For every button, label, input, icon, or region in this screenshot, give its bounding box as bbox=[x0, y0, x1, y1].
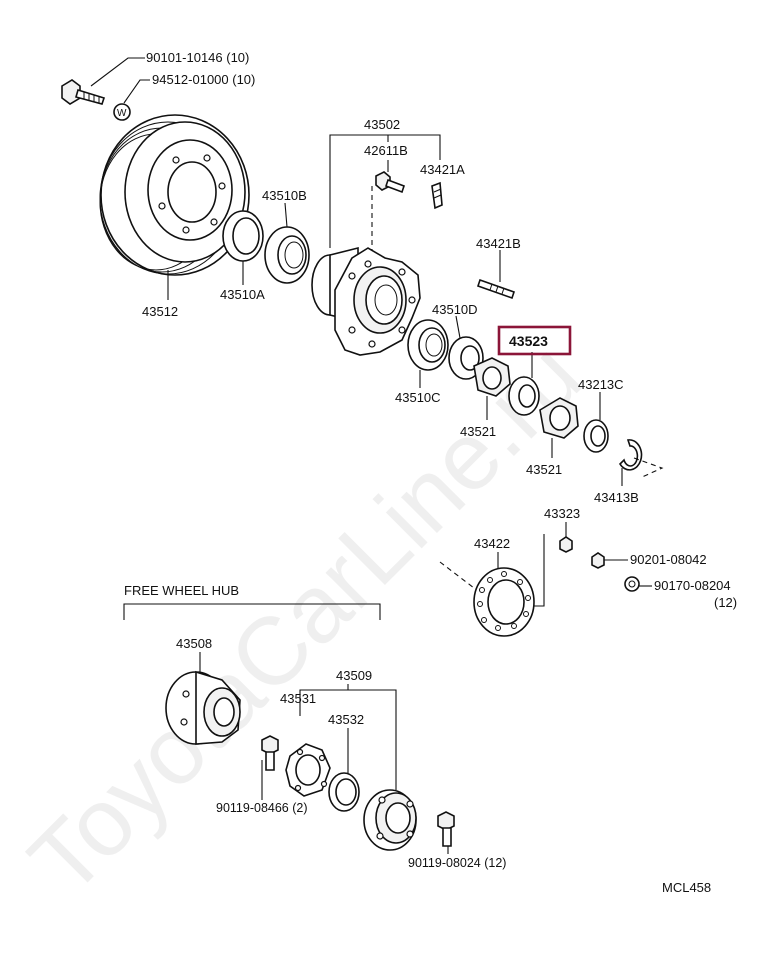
snap-ring-43413b bbox=[618, 439, 643, 471]
nut-43323-icon bbox=[559, 536, 573, 553]
label-43213c: 43213C bbox=[578, 377, 624, 392]
highlight-box-43523 bbox=[497, 325, 572, 356]
bearing-cup-43510a bbox=[222, 210, 264, 262]
label-43422: 43422 bbox=[474, 536, 510, 551]
label-43512: 43512 bbox=[142, 304, 178, 319]
nut-90201-icon bbox=[591, 552, 605, 569]
washer-glyph: W bbox=[117, 108, 127, 119]
label-43413b: 43413B bbox=[594, 490, 639, 505]
label-43421a: 43421A bbox=[420, 162, 465, 177]
label-43509: 43509 bbox=[336, 668, 372, 683]
label-43532: 43532 bbox=[328, 712, 364, 727]
label-90170-qty: (12) bbox=[714, 595, 737, 610]
label-90101-10146: 90101-10146 (10) bbox=[146, 50, 249, 65]
bolt-42611b-icon bbox=[375, 171, 406, 194]
ring-43213c bbox=[583, 419, 609, 453]
stud-43421a-icon bbox=[431, 181, 443, 210]
gasket-43422 bbox=[473, 567, 535, 637]
label-43523: 43523 bbox=[509, 333, 548, 349]
label-90170-08204: 90170-08204 bbox=[654, 578, 731, 593]
bearing-cone-43510b bbox=[264, 226, 310, 284]
label-43510b: 43510B bbox=[262, 188, 307, 203]
label-43502: 43502 bbox=[364, 117, 400, 132]
label-43521-b: 43521 bbox=[526, 462, 562, 477]
label-43531: 43531 bbox=[280, 691, 316, 706]
label-43510d: 43510D bbox=[432, 302, 478, 317]
ring-43532 bbox=[328, 772, 360, 812]
label-90119-08466: 90119-08466 (2) bbox=[216, 801, 308, 815]
label-43510c: 43510C bbox=[395, 390, 441, 405]
label-43510a: 43510A bbox=[220, 287, 265, 302]
axle-hub-43502 bbox=[311, 246, 421, 356]
bearing-43510c bbox=[407, 319, 449, 371]
bolt-90119-08466-icon bbox=[261, 735, 279, 771]
lock-nut-43521-a bbox=[473, 357, 511, 397]
brake-disc-43512 bbox=[99, 114, 250, 276]
label-43421b: 43421B bbox=[476, 236, 521, 251]
free-wheel-hub-title: FREE WHEEL HUB bbox=[124, 583, 239, 598]
clutch-43531 bbox=[285, 743, 331, 797]
stud-43421b-icon bbox=[476, 278, 516, 300]
label-94512-01000: 94512-01000 (10) bbox=[152, 72, 255, 87]
label-43323: 43323 bbox=[544, 506, 580, 521]
label-90201-08042: 90201-08042 bbox=[630, 552, 707, 567]
lock-washer-43523 bbox=[508, 376, 540, 416]
bolt-90101-icon bbox=[61, 79, 106, 105]
free-wheel-cover bbox=[363, 789, 417, 851]
bolt-90119-08024-icon bbox=[437, 811, 455, 847]
nut-90170-icon bbox=[624, 576, 640, 592]
label-90119-08024: 90119-08024 (12) bbox=[408, 856, 506, 870]
label-42611b: 42611B bbox=[364, 143, 408, 158]
free-wheel-body-43508 bbox=[165, 670, 241, 745]
diagram-code: MCL458 bbox=[662, 880, 711, 895]
washer-94512-icon: W bbox=[113, 103, 131, 121]
label-43508: 43508 bbox=[176, 636, 212, 651]
label-43521-a: 43521 bbox=[460, 424, 496, 439]
lock-nut-43521-b bbox=[539, 397, 579, 439]
